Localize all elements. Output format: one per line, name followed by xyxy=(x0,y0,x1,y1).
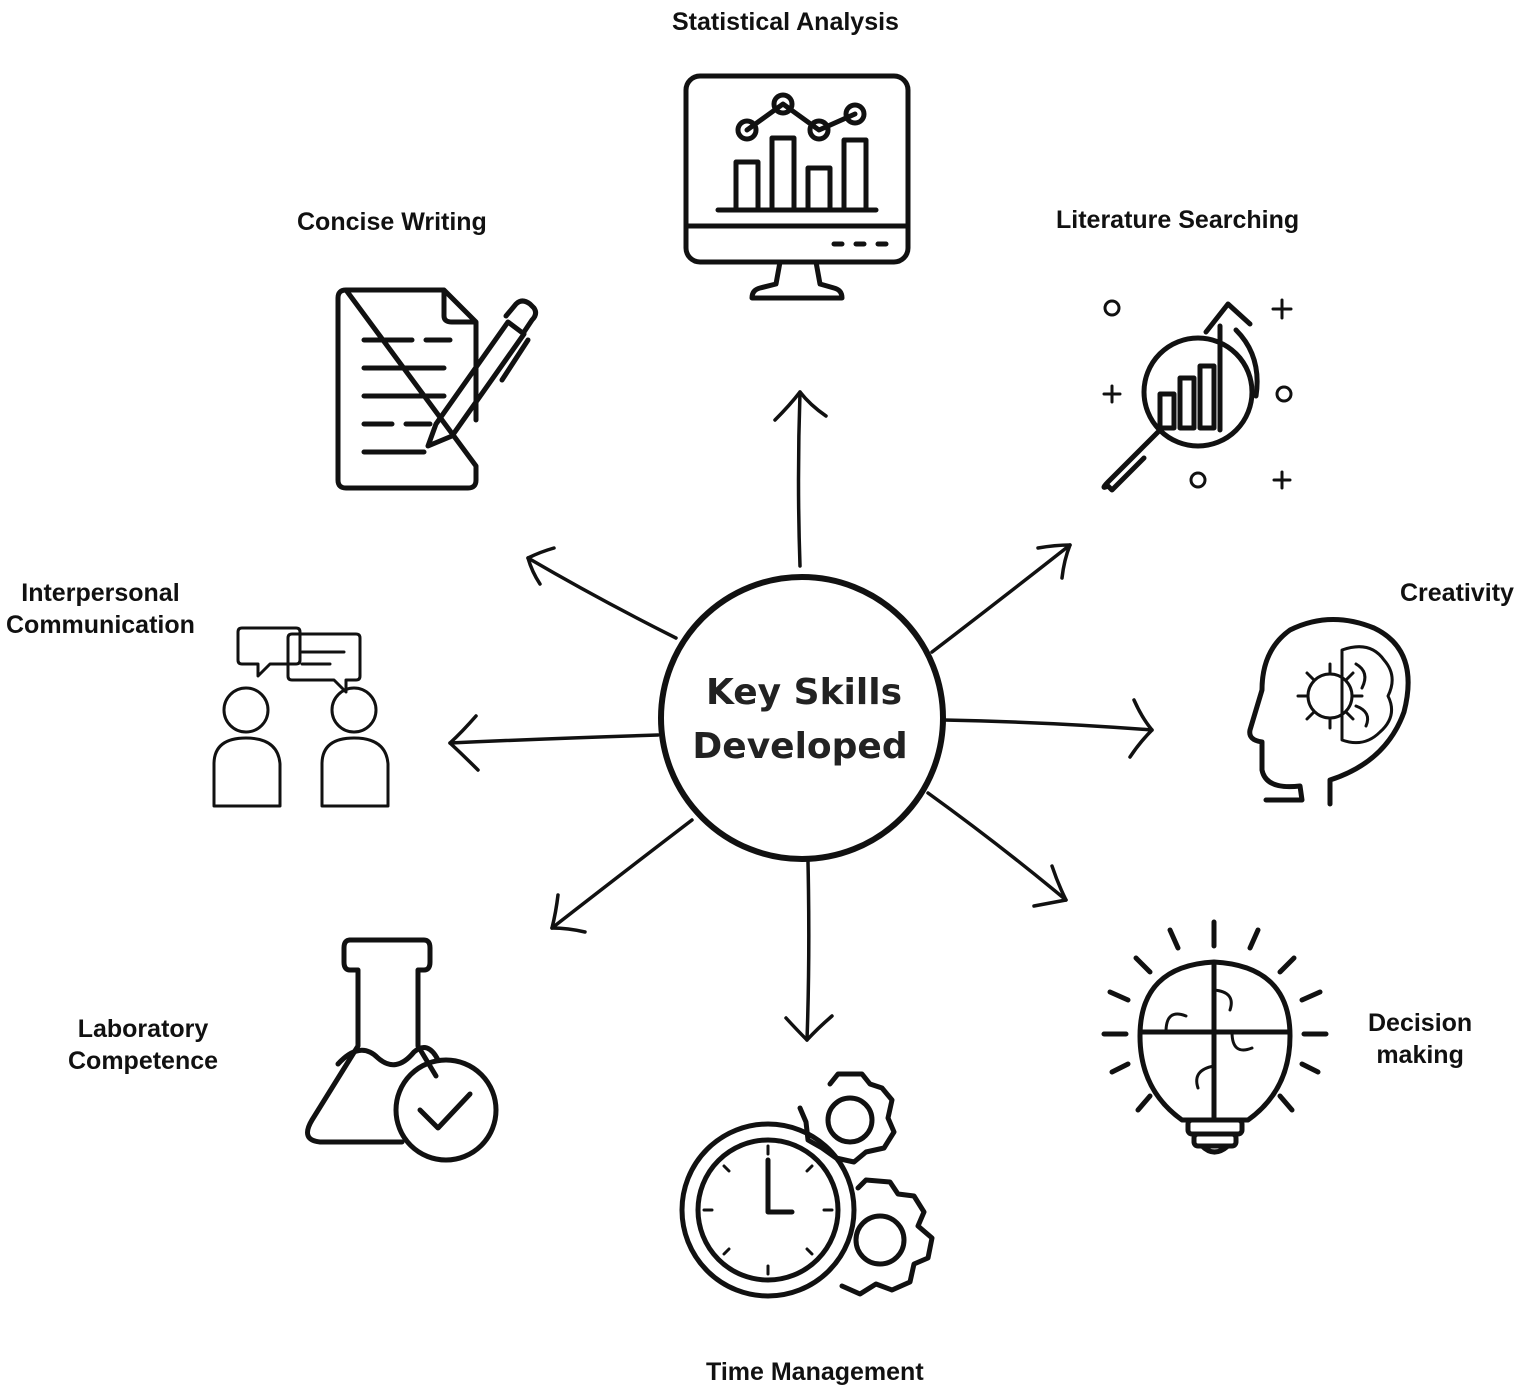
label-decision-making-line1: Decision xyxy=(1368,1009,1473,1037)
label-statistical-analysis: Statistical Analysis xyxy=(672,8,899,36)
arrow-to-creativity xyxy=(942,698,1154,759)
label-decision-making: Decision making xyxy=(1368,1007,1472,1071)
center-title-line2: Developed xyxy=(692,726,907,767)
flask-check-icon xyxy=(305,937,499,1163)
label-time-management: Time Management xyxy=(706,1358,924,1386)
label-concise-writing: Concise Writing xyxy=(297,208,487,236)
monitor-chart-icon xyxy=(683,73,911,301)
puzzle-lightbulb-icon xyxy=(1101,919,1329,1155)
magnifier-growth-icon xyxy=(1101,298,1293,493)
arrow-to-interpersonal-communication xyxy=(448,714,660,772)
arrow-to-literature-searching xyxy=(930,543,1072,654)
arrow-to-concise-writing xyxy=(526,546,678,640)
arrow-to-decision-making xyxy=(926,791,1068,908)
center-node: Key Skills Developed xyxy=(658,574,946,862)
label-interpersonal-communication-line1: Interpersonal xyxy=(21,579,180,607)
clock-gears-icon xyxy=(679,1071,935,1299)
document-pen-icon xyxy=(335,287,539,491)
center-title-line1: Key Skills xyxy=(706,672,902,713)
label-laboratory-competence: Laboratory Competence xyxy=(68,1013,218,1077)
head-brain-gear-icon xyxy=(1247,617,1411,807)
label-decision-making-line2: making xyxy=(1376,1041,1464,1069)
label-interpersonal-communication: Interpersonal Communication xyxy=(6,577,195,641)
arrow-to-laboratory-competence xyxy=(550,818,694,934)
label-literature-searching: Literature Searching xyxy=(1056,206,1300,234)
label-interpersonal-communication-line2: Communication xyxy=(6,611,195,639)
label-laboratory-competence-line1: Laboratory xyxy=(77,1015,209,1043)
people-chat-icon xyxy=(212,626,390,808)
arrow-to-time-management xyxy=(784,860,834,1042)
arrow-to-statistical-analysis xyxy=(773,390,828,568)
label-creativity: Creativity xyxy=(1400,579,1514,607)
label-laboratory-competence-line2: Competence xyxy=(68,1047,219,1075)
